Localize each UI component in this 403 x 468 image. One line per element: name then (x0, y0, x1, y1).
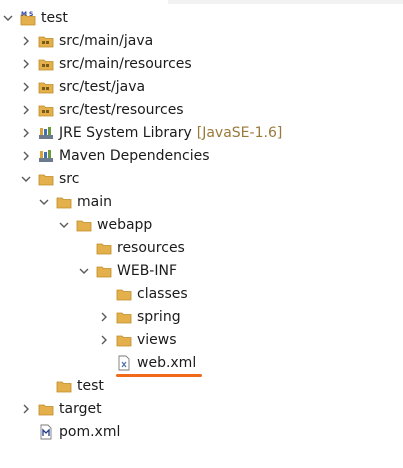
tree-item-src-main-java[interactable]: src/main/java (20, 29, 153, 52)
tree-item-label: webapp (97, 216, 153, 233)
tree-item-label: views (137, 331, 177, 348)
xml-file-icon (116, 355, 132, 371)
tree-item-label: src/main/java (59, 32, 154, 49)
folder-icon (116, 309, 132, 325)
tree-item-label: JRE System Library (59, 124, 192, 141)
pom-file-icon (38, 424, 54, 440)
folder-icon (38, 171, 54, 187)
folder-icon (56, 378, 72, 394)
tree-item-decoration: [JavaSE-1.6] (196, 124, 283, 141)
tree-item-label: src/test/java (59, 78, 146, 95)
tree-item-webapp[interactable]: webapp (58, 213, 152, 236)
tree-spacer (98, 286, 110, 302)
folder-icon (76, 217, 92, 233)
chevron-down-icon[interactable] (2, 10, 14, 26)
chevron-right-icon[interactable] (20, 33, 32, 49)
package-folder-icon (38, 56, 54, 72)
chevron-right-icon[interactable] (20, 401, 32, 417)
tree-item-label: target (59, 400, 102, 417)
chevron-down-icon[interactable] (78, 263, 90, 279)
package-folder-icon (38, 33, 54, 49)
folder-icon (96, 263, 112, 279)
tree-item-label: test (77, 377, 104, 394)
chevron-right-icon[interactable] (20, 102, 32, 118)
chevron-right-icon[interactable] (98, 309, 110, 325)
tree-item-src[interactable]: src (20, 167, 79, 190)
highlight-underline (116, 374, 202, 377)
chevron-down-icon[interactable] (38, 194, 50, 210)
tree-item-maven-dependencies[interactable]: Maven Dependencies (20, 144, 210, 167)
folder-icon (56, 194, 72, 210)
tree-item-label: web.xml (137, 354, 197, 371)
tree-item-label: src/test/resources (59, 101, 184, 118)
tree-item-test-folder[interactable]: test (38, 374, 104, 397)
tree-item-jre-system-library[interactable]: JRE System Library [JavaSE-1.6] (20, 121, 282, 144)
tree-item-label: WEB-INF (117, 262, 177, 279)
tree-item-views[interactable]: views (98, 328, 177, 351)
tree-item-src-main-resources[interactable]: src/main/resources (20, 52, 192, 75)
folder-icon (116, 286, 132, 302)
tree-spacer (38, 378, 50, 394)
tree-item-src-test-java[interactable]: src/test/java (20, 75, 145, 98)
tree-item-label: pom.xml (59, 423, 121, 440)
folder-icon (38, 401, 54, 417)
tree-item-pom-xml[interactable]: pom.xml (20, 420, 120, 443)
tree-spacer (78, 240, 90, 256)
tree-item-main[interactable]: main (38, 190, 112, 213)
tree-item-target[interactable]: target (20, 397, 102, 420)
tree-item-src-test-resources[interactable]: src/test/resources (20, 98, 184, 121)
top-strip (168, 0, 403, 4)
tree-spacer (20, 424, 32, 440)
tree-item-label: classes (137, 285, 188, 302)
tree-item-label: src (59, 170, 80, 187)
tree-item-resources[interactable]: resources (78, 236, 185, 259)
svg-text:M: M (21, 11, 27, 18)
chevron-right-icon[interactable] (20, 56, 32, 72)
package-folder-icon (38, 102, 54, 118)
tree-item-classes[interactable]: classes (98, 282, 188, 305)
tree-item-label: test (41, 9, 68, 26)
library-icon (38, 148, 54, 164)
chevron-right-icon[interactable] (98, 332, 110, 348)
svg-text:S: S (29, 11, 33, 18)
tree-item-label: resources (117, 239, 185, 256)
tree-item-label: main (77, 193, 112, 210)
tree-item-label: src/main/resources (59, 55, 192, 72)
chevron-right-icon[interactable] (20, 79, 32, 95)
folder-icon (96, 240, 112, 256)
library-icon (38, 125, 54, 141)
chevron-right-icon[interactable] (20, 125, 32, 141)
chevron-down-icon[interactable] (58, 217, 70, 233)
tree-item-label: spring (137, 308, 181, 325)
folder-icon (116, 332, 132, 348)
chevron-down-icon[interactable] (20, 171, 32, 187)
tree-spacer (98, 355, 110, 371)
chevron-right-icon[interactable] (20, 148, 32, 164)
tree-item-web-inf[interactable]: WEB-INF (78, 259, 177, 282)
package-folder-icon (38, 79, 54, 95)
tree-item-spring[interactable]: spring (98, 305, 181, 328)
tree-item-web-xml[interactable]: web.xml (98, 351, 196, 374)
tree-item-label: Maven Dependencies (59, 147, 210, 164)
